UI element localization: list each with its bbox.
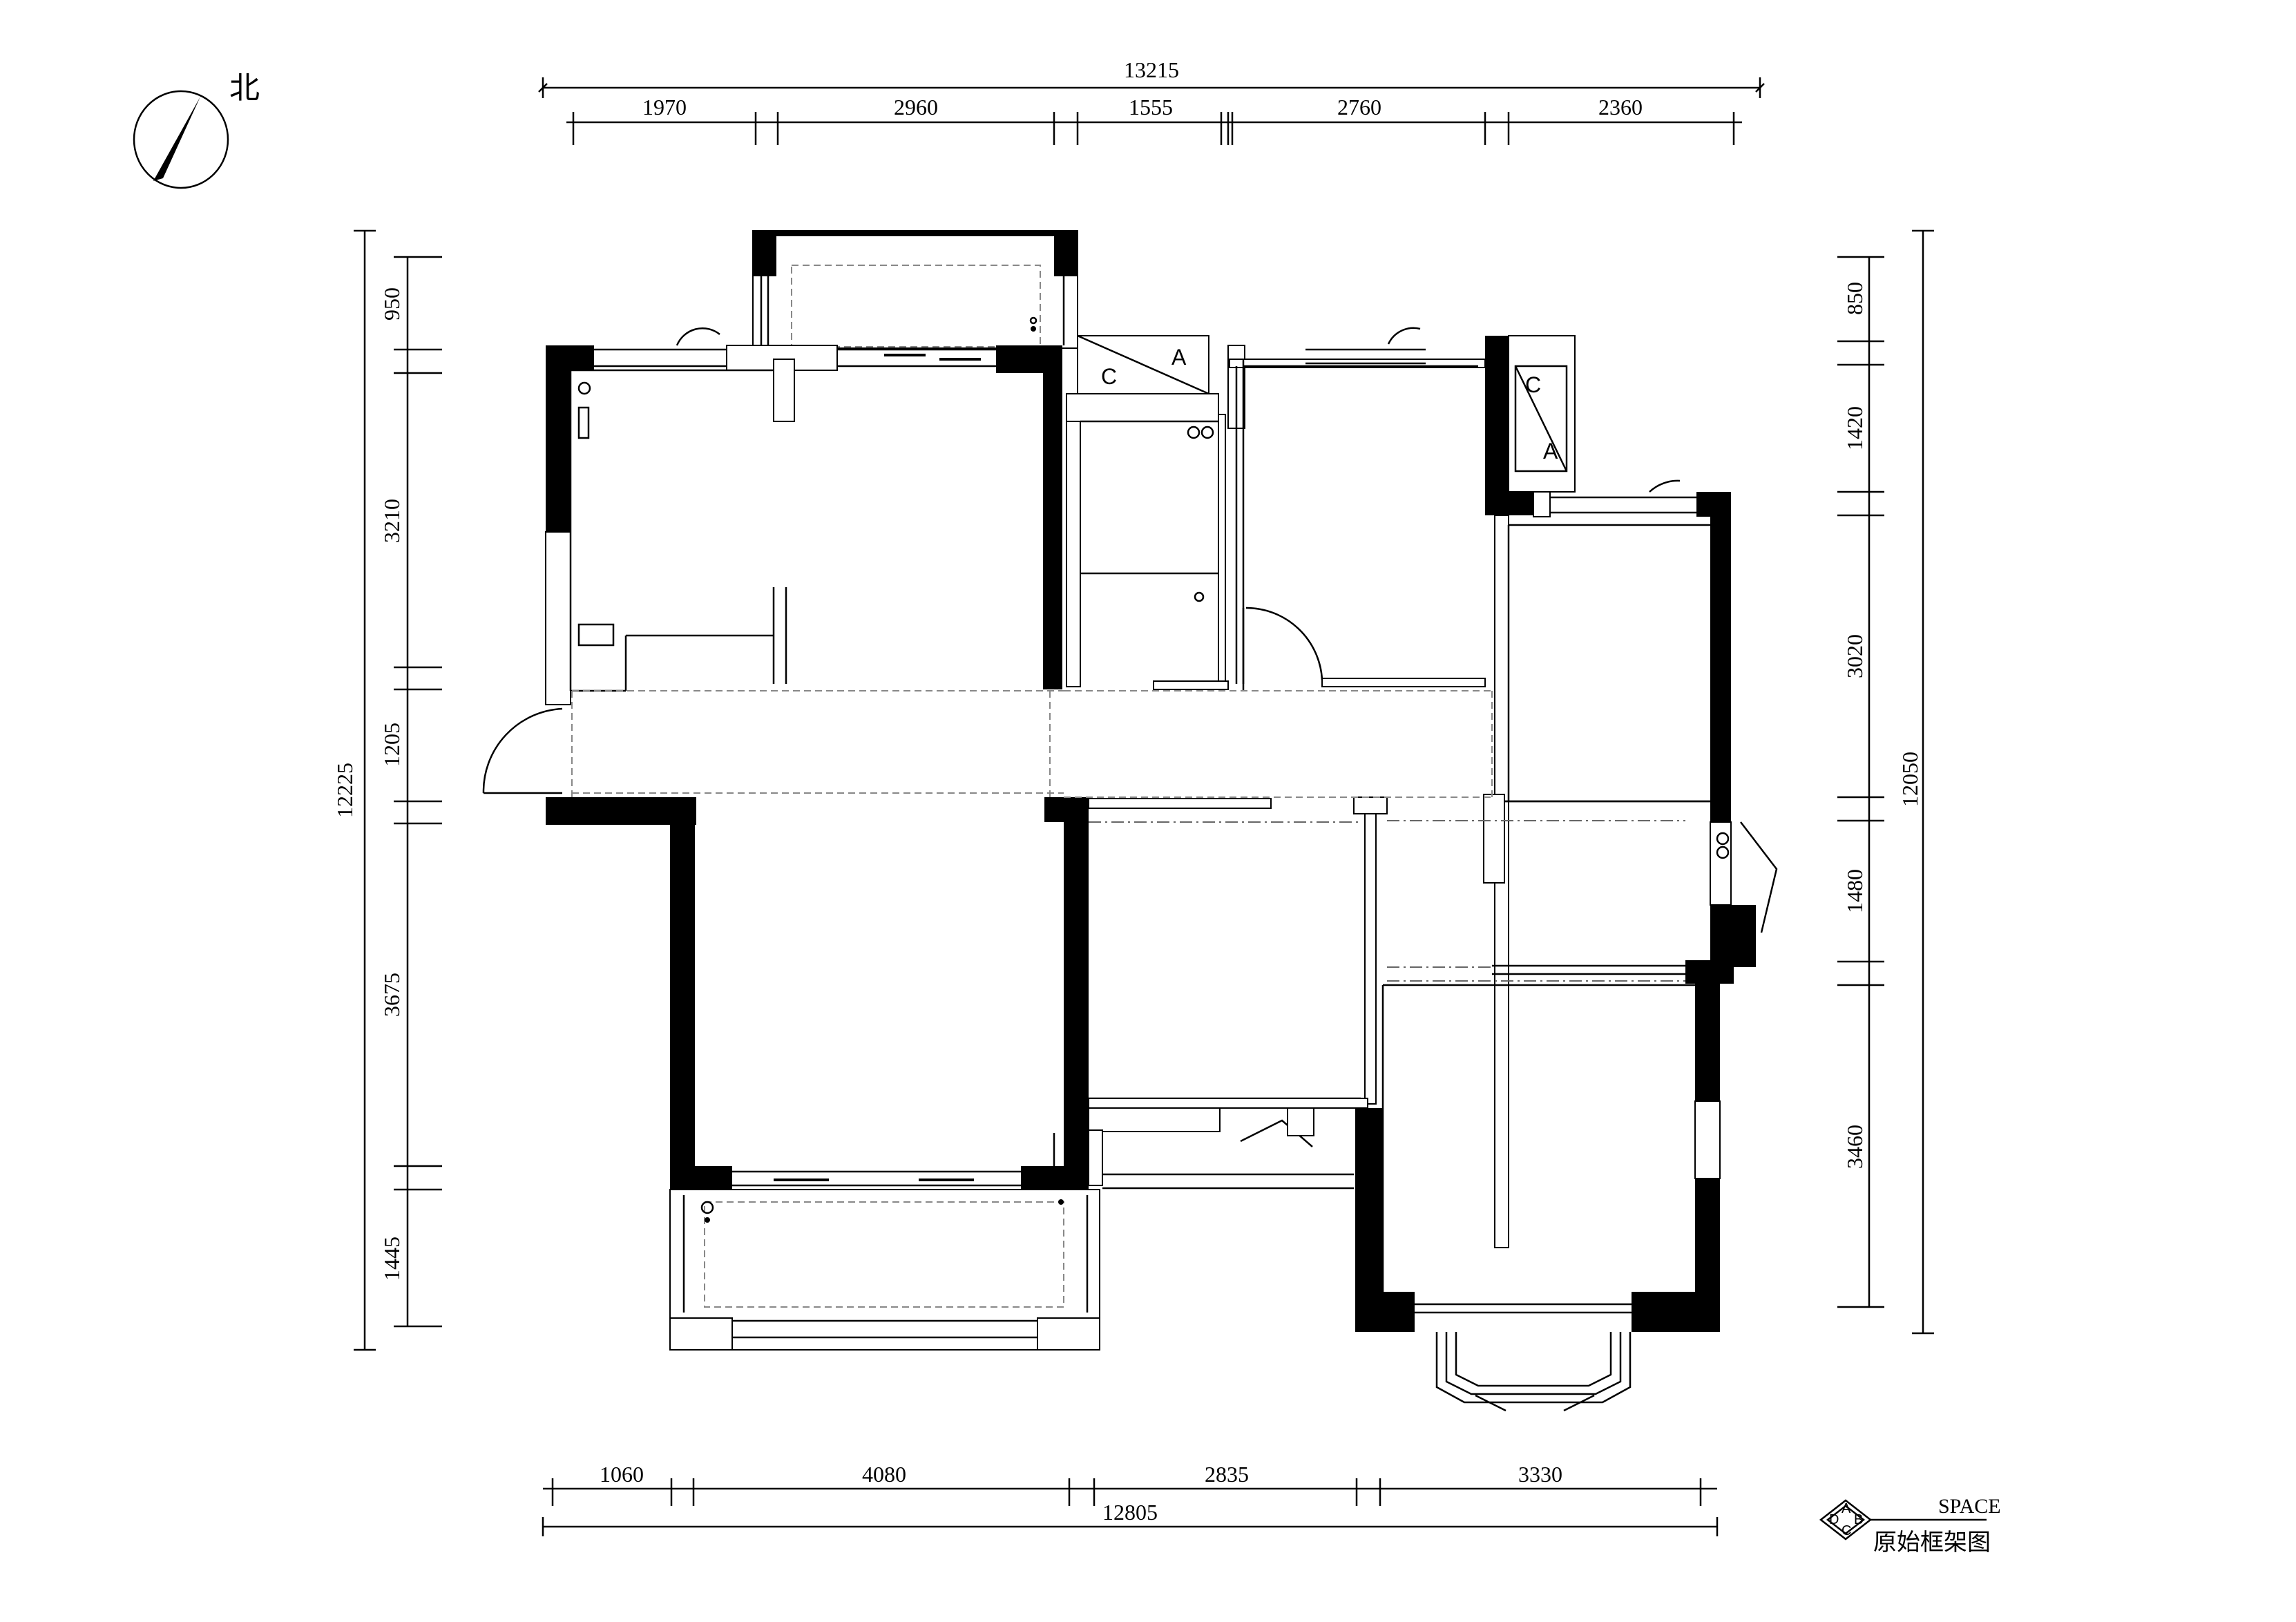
left-dimension-4: 3675 xyxy=(379,973,404,1017)
bottom-balcony xyxy=(669,1189,1100,1351)
left-dimension-chain xyxy=(354,229,442,1351)
top-total-dimension: 13215 xyxy=(1124,57,1179,82)
top-dimension-5: 2360 xyxy=(1598,95,1643,120)
badge-letter-a: A xyxy=(1841,1501,1851,1516)
right-dimension-chain xyxy=(1837,229,1934,1335)
brand-label: SPACE xyxy=(1938,1495,2001,1518)
bottom-dimension-1: 1060 xyxy=(600,1462,644,1487)
north-arrow-icon xyxy=(133,90,229,189)
top-balcony xyxy=(752,230,1078,349)
drawing-title: 原始框架图 xyxy=(1873,1529,1991,1556)
left-total-dimension: 12225 xyxy=(332,763,357,818)
top-dimension-1: 1970 xyxy=(642,95,687,120)
bottom-dimension-4: 3330 xyxy=(1518,1462,1562,1487)
south-bedroom-walls xyxy=(1088,981,1721,1332)
right-total-dimension: 12050 xyxy=(1897,752,1922,807)
bottom-dimension-2: 4080 xyxy=(862,1462,906,1487)
top-dimension-3: 1555 xyxy=(1129,95,1173,120)
right-dimension-5: 3460 xyxy=(1842,1125,1867,1169)
bottom-dimension-chain xyxy=(542,1478,1719,1536)
right-dimension-3: 3020 xyxy=(1842,634,1867,678)
right-dimension-1: 850 xyxy=(1842,282,1867,315)
corridor-walls xyxy=(1044,794,1710,1198)
right-dimension-4: 1480 xyxy=(1842,869,1867,913)
badge-letter-d: D xyxy=(1829,1512,1839,1527)
top-dimension-chain xyxy=(538,77,1765,145)
left-dimension-5: 1445 xyxy=(379,1237,404,1281)
east-walls xyxy=(1485,336,1778,1248)
title-block: A B C D xyxy=(1819,1499,1987,1540)
living-room-walls xyxy=(482,690,1493,1194)
north-bedroom-walls xyxy=(545,327,1062,705)
left-dimension-3: 1205 xyxy=(379,723,404,767)
left-dimension-2: 3210 xyxy=(379,499,404,543)
bay-window xyxy=(1435,1332,1632,1412)
badge-letter-c: C xyxy=(1841,1523,1851,1538)
utility-shafts: A C C A xyxy=(1077,334,1576,493)
top-dimension-4: 2760 xyxy=(1337,95,1381,120)
north-label: 北 xyxy=(229,70,260,106)
top-dimension-2: 2960 xyxy=(894,95,938,120)
shaft-2-label-top: C xyxy=(1525,372,1541,397)
central-walls xyxy=(1066,327,1486,691)
shaft-2-label-bottom: A xyxy=(1543,439,1558,464)
shaft-1-label-top: A xyxy=(1171,345,1187,370)
bottom-total-dimension: 12805 xyxy=(1102,1500,1158,1525)
right-dimension-2: 1420 xyxy=(1842,406,1867,450)
badge-letter-b: B xyxy=(1854,1512,1863,1527)
shaft-1-label-bottom: C xyxy=(1101,364,1117,389)
bottom-dimension-3: 2835 xyxy=(1205,1462,1249,1487)
left-dimension-1: 950 xyxy=(379,287,404,321)
